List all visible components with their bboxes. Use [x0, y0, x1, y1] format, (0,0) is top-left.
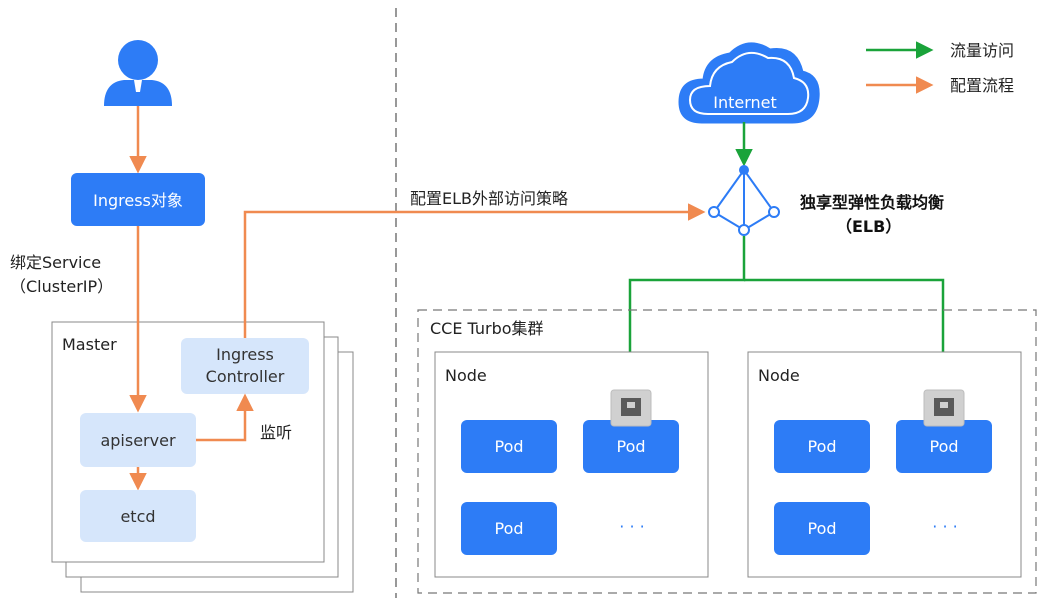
internet-label: Internet — [713, 93, 777, 112]
pod-label-1-1: Pod — [494, 437, 523, 456]
elb-icon — [708, 165, 780, 236]
legend-traffic-label: 流量访问 — [950, 41, 1014, 60]
node-label-2: Node — [758, 366, 800, 385]
listen-arrow — [196, 393, 254, 442]
apiserver-box — [80, 413, 196, 467]
legend: 流量访问 配置流程 — [866, 41, 1014, 95]
ingress-controller-line2: Controller — [206, 367, 285, 386]
listen-label: 监听 — [260, 423, 292, 442]
cluster-box — [417, 309, 1037, 594]
node-label-1: Node — [445, 366, 487, 385]
ingress-controller-box — [181, 338, 309, 394]
pod-label-2-3: Pod — [807, 519, 836, 538]
network-port-icon — [923, 389, 965, 427]
pod-2-3 — [774, 502, 870, 555]
user-icon — [104, 40, 172, 106]
pod-2-1 — [774, 420, 870, 473]
elb-subtitle: （ELB） — [836, 217, 901, 236]
pod-2-2 — [896, 420, 992, 473]
ingress-controller-line1: Ingress — [216, 345, 274, 364]
apiserver-label: apiserver — [100, 431, 175, 450]
pod-label-1-2: Pod — [616, 437, 645, 456]
elb-policy-label: 配置ELB外部访问策略 — [410, 189, 568, 208]
ingress-object-box — [71, 173, 205, 226]
pod-1-3 — [461, 502, 557, 555]
pod-ellipsis-1: · · · — [619, 517, 644, 536]
elb-to-node1-pod-arrow — [621, 236, 746, 387]
network-port-icon — [610, 389, 652, 427]
bind-service-line2: （ClusterIP） — [10, 277, 113, 296]
etcd-box — [80, 490, 196, 542]
pod-1-2 — [583, 420, 679, 473]
ingress-object-label: Ingress对象 — [93, 191, 183, 210]
bind-service-line1: 绑定Service — [10, 253, 101, 272]
elb-policy-arrow — [243, 203, 706, 338]
pod-1-1 — [461, 420, 557, 473]
master-label: Master — [62, 335, 117, 354]
legend-config-label: 配置流程 — [950, 76, 1014, 95]
pod-label-2-1: Pod — [807, 437, 836, 456]
pod-label-2-2: Pod — [929, 437, 958, 456]
cluster-label: CCE Turbo集群 — [430, 319, 544, 338]
elb-to-node2-pod-arrow — [744, 278, 952, 387]
elb-title: 独享型弹性负载均衡 — [800, 193, 944, 212]
pod-ellipsis-2: · · · — [932, 517, 957, 536]
etcd-label: etcd — [120, 507, 155, 526]
pod-label-1-3: Pod — [494, 519, 523, 538]
internet-cloud-icon — [678, 42, 820, 124]
